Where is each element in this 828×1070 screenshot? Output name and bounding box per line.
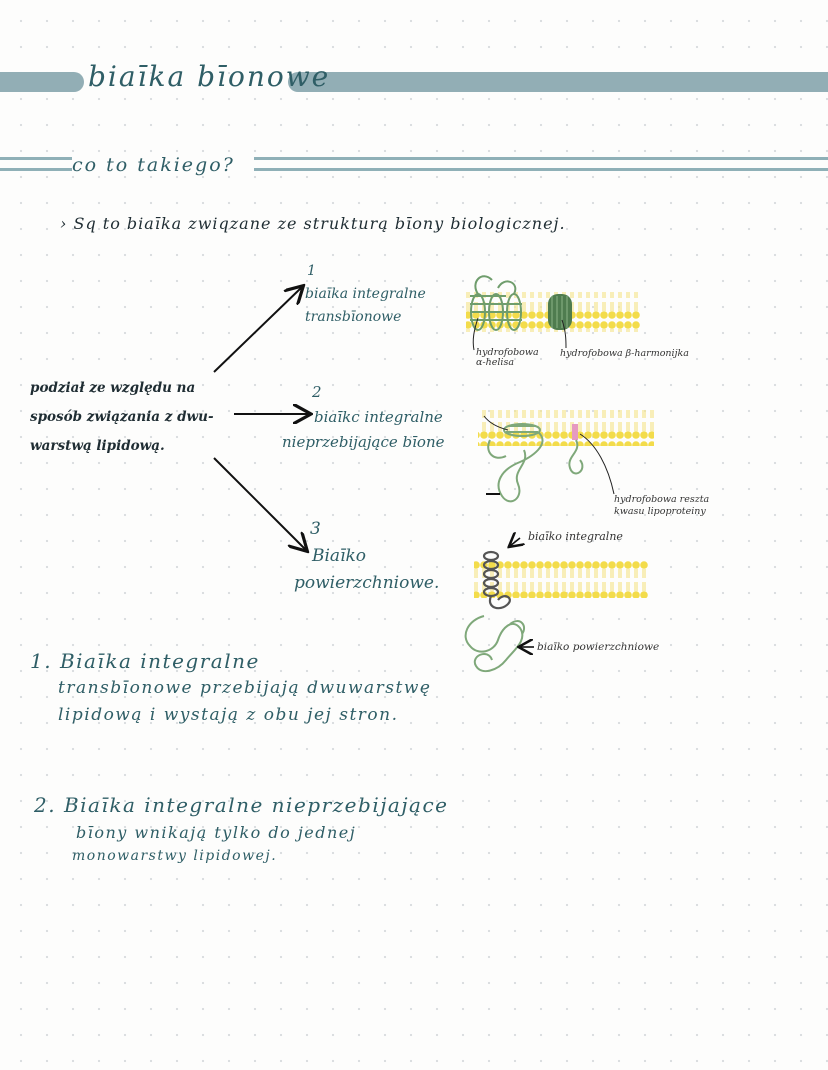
- label-line: hydrofobowa reszta: [614, 494, 710, 505]
- division-line: podział ze względu na: [30, 380, 196, 396]
- surface-protein-label: biaīko powierzchniowe: [537, 641, 660, 653]
- note-line: 1. Biaīka integralne: [30, 649, 260, 673]
- note-line: monowarstwy lipidowej.: [72, 848, 278, 864]
- category-line: transbīonowe: [305, 309, 402, 325]
- integral-protein-label: biaīko integralne: [528, 530, 623, 543]
- category-line: nieprzebijające bīone: [282, 433, 445, 451]
- label-line: α-helisa: [476, 357, 514, 368]
- arrow-3: [213, 457, 306, 550]
- lipid-bilayer: [478, 410, 654, 446]
- category-3: 3 Biaīko powierzchniowe.: [294, 516, 439, 597]
- lipid-bilayer: [474, 560, 648, 598]
- arrow-1: [213, 287, 302, 373]
- category-1: 1 biaīka integralne transbīonowe: [305, 260, 426, 329]
- lipid-anchored-protein: [568, 424, 584, 475]
- heading-line-right-2: [254, 168, 828, 171]
- category-arrows: [213, 287, 309, 550]
- division-line: warstwą lipidową.: [30, 438, 165, 454]
- category-number: 2: [312, 383, 322, 401]
- note-2: 2. Biaīka integralne nieprzebijające bīo…: [34, 792, 449, 866]
- category-2: 2 biaīkc integralne nieprzebijające bīon…: [282, 380, 445, 455]
- label-line: kwasu lipoproteiny: [614, 506, 706, 517]
- division-line: sposób związania z dwu-: [30, 409, 214, 425]
- title-bar-right: [288, 72, 828, 92]
- category-number: 1: [307, 263, 316, 279]
- heading-line-left-1: [0, 157, 72, 160]
- heading-line-right-1: [254, 157, 828, 160]
- alpha-helix-label: hydrofobowa α-helisa: [476, 348, 539, 368]
- category-line: powierzchniowe.: [294, 573, 440, 593]
- membrane-diagram-1: [466, 275, 640, 351]
- membrane-diagram-2: [478, 410, 654, 503]
- section-heading: co to takiego?: [72, 154, 235, 176]
- page-title: biaīka bīonowe: [88, 60, 331, 93]
- beta-barrel-protein: [548, 294, 572, 330]
- alpha-helix-protein: [470, 275, 522, 331]
- division-text: podział ze względu na sposób związania z…: [30, 374, 214, 461]
- lipid-residue-label: hydrofobowa reszta kwasu lipoproteiny: [614, 494, 709, 518]
- membrane-diagram-3: [464, 538, 648, 673]
- category-line: Biaīko: [312, 546, 367, 566]
- category-line: biaīka integralne: [305, 286, 426, 302]
- note-line: 2. Biaīka integralne nieprzebijające: [34, 793, 449, 817]
- title-bar-left: [0, 72, 84, 92]
- label-line: hydrofobowa: [476, 347, 539, 358]
- note-line: transbīonowe przebijają dwuwarstwę: [58, 678, 432, 698]
- note-1: 1. Biaīka integralne transbīonowe przebi…: [30, 648, 431, 729]
- category-line: biaīkc integralne: [314, 408, 443, 426]
- heading-line-left-2: [0, 168, 72, 171]
- note-line: lipidową i wystają z obu jej stron.: [58, 705, 399, 725]
- integral-helix-protein: [482, 550, 511, 610]
- peripheral-protein: [464, 615, 526, 673]
- category-number: 3: [310, 519, 321, 539]
- beta-barrel-label: hydrofobowa β-harmonijka: [560, 348, 689, 359]
- monotopic-protein: [487, 423, 544, 503]
- note-line: bīony wnikają tylko do jednej: [76, 823, 357, 842]
- definition-text: › Sq to biaīka zwiqzane ze strukturą bīo…: [60, 214, 566, 233]
